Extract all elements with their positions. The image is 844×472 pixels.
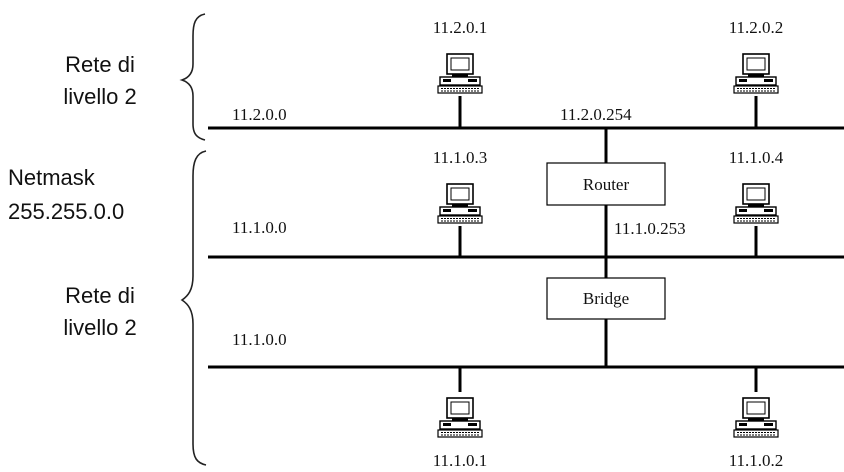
computer-icon — [733, 183, 779, 224]
router-label: Router — [583, 175, 630, 194]
computer-icon — [437, 397, 483, 438]
bottom-brace — [180, 150, 207, 466]
computer-icon — [437, 183, 483, 224]
bottom-network-label-line1: Rete di — [65, 283, 135, 308]
bottom-network-label-line2: livello 2 — [63, 315, 136, 340]
network-address-bottom: 11.1.0.0 — [232, 330, 287, 349]
router-top-ip: 11.2.0.254 — [560, 105, 632, 124]
top-network-label-line1: Rete di — [65, 52, 135, 77]
bridge-box — [546, 277, 666, 320]
router-bottom-ip: 11.1.0.253 — [614, 219, 686, 238]
network-address-top: 11.2.0.0 — [232, 105, 287, 124]
top-network-label-line2: livello 2 — [63, 84, 136, 109]
netmask-value: 255.255.0.0 — [8, 199, 124, 224]
host-label-h1: 11.2.0.1 — [433, 18, 488, 37]
computer-icon — [733, 397, 779, 438]
computer-icon — [733, 53, 779, 94]
router-box — [546, 162, 666, 206]
bridge-label: Bridge — [583, 289, 629, 308]
netmask-label: Netmask — [8, 165, 96, 190]
network-address-middle: 11.1.0.0 — [232, 218, 287, 237]
host-label-h2: 11.2.0.2 — [729, 18, 784, 37]
host-label-h5: 11.1.0.1 — [433, 451, 488, 470]
top-brace — [179, 13, 206, 141]
host-label-h6: 11.1.0.2 — [729, 451, 784, 470]
host-label-h4: 11.1.0.4 — [729, 148, 784, 167]
computer-icon — [437, 53, 483, 94]
host-label-h3: 11.1.0.3 — [433, 148, 488, 167]
